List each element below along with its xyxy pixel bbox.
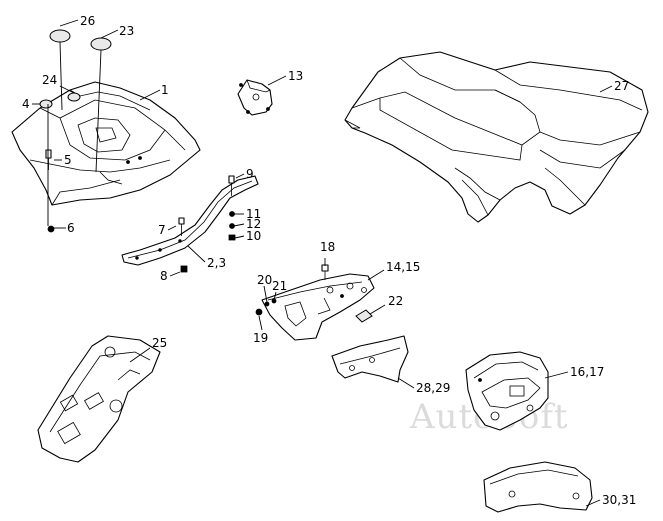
leader-lines xyxy=(32,19,613,507)
part-19-nut xyxy=(255,308,263,316)
label-1: 1 xyxy=(161,83,169,97)
part-26-plug xyxy=(49,29,71,43)
label-11: 11 xyxy=(246,207,261,221)
label-28-29: 28,29 xyxy=(416,381,450,395)
part-5-bolt xyxy=(45,149,52,170)
part-10-nut xyxy=(228,234,236,241)
label-2-3: 2,3 xyxy=(207,256,226,270)
part-25-tray xyxy=(37,335,161,463)
label-21: 21 xyxy=(272,279,287,293)
label-13: 13 xyxy=(288,69,303,83)
part-2-3-rail xyxy=(121,175,259,266)
label-27: 27 xyxy=(614,79,629,93)
label-7: 7 xyxy=(158,223,166,237)
part-4-plug xyxy=(39,99,53,109)
label-8: 8 xyxy=(160,269,168,283)
label-19: 19 xyxy=(253,331,268,345)
part-11-washer xyxy=(229,211,235,217)
part-27-trunk-cover xyxy=(344,51,649,223)
part-9-bolt xyxy=(228,175,235,196)
label-10: 10 xyxy=(246,229,261,243)
part-30-31-bracket xyxy=(483,461,593,513)
label-14-15: 14,15 xyxy=(386,260,420,274)
label-16-17: 16,17 xyxy=(570,365,604,379)
label-12: 12 xyxy=(246,217,261,231)
label-20: 20 xyxy=(257,273,272,287)
part-7-bolt xyxy=(178,217,185,236)
label-18: 18 xyxy=(320,240,335,254)
part-16-17-box-bracket xyxy=(465,351,549,431)
label-6: 6 xyxy=(67,221,75,235)
label-30-31: 30,31 xyxy=(602,493,636,507)
label-4: 4 xyxy=(22,97,30,111)
label-26: 26 xyxy=(80,14,95,28)
label-5: 5 xyxy=(64,153,72,167)
part-13-bracket xyxy=(237,79,273,116)
part-24-plug xyxy=(67,92,81,102)
label-9: 9 xyxy=(246,167,254,181)
label-22: 22 xyxy=(388,294,403,308)
part-22-clip xyxy=(355,309,373,323)
part-6-nut xyxy=(47,225,55,233)
part-20-washer xyxy=(264,301,270,307)
part-1-floor-panel xyxy=(11,81,201,206)
part-28-29-bracket xyxy=(331,335,409,383)
part-18-bolt xyxy=(321,264,329,280)
part-23-plug xyxy=(90,37,112,51)
part-12-washer xyxy=(229,223,235,229)
label-25: 25 xyxy=(152,336,167,350)
label-23: 23 xyxy=(119,24,134,38)
part-8-nut xyxy=(180,265,188,273)
label-24: 24 xyxy=(42,73,57,87)
